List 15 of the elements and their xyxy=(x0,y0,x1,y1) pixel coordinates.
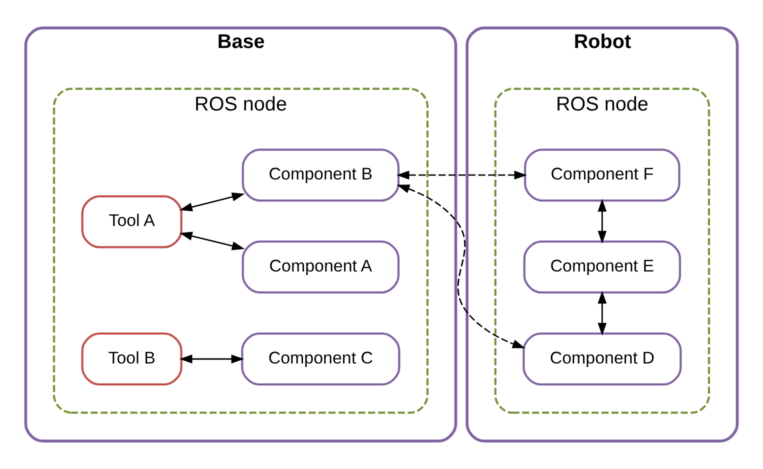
arrow xyxy=(180,192,245,212)
node-box: Component C xyxy=(241,332,400,386)
arrow xyxy=(180,354,244,364)
arrow xyxy=(396,170,528,180)
arrow xyxy=(598,290,607,336)
node-box: Component E xyxy=(523,240,682,294)
node-box: Component B xyxy=(242,148,400,202)
node-box: Tool B xyxy=(81,332,182,386)
node-box: Component F xyxy=(524,148,680,202)
node-box: Tool A xyxy=(81,195,182,248)
node-box: Component D xyxy=(522,332,682,386)
arrow xyxy=(396,184,526,348)
arrow xyxy=(598,198,607,244)
node-box: Component A xyxy=(242,240,400,294)
arrow xyxy=(180,232,245,250)
